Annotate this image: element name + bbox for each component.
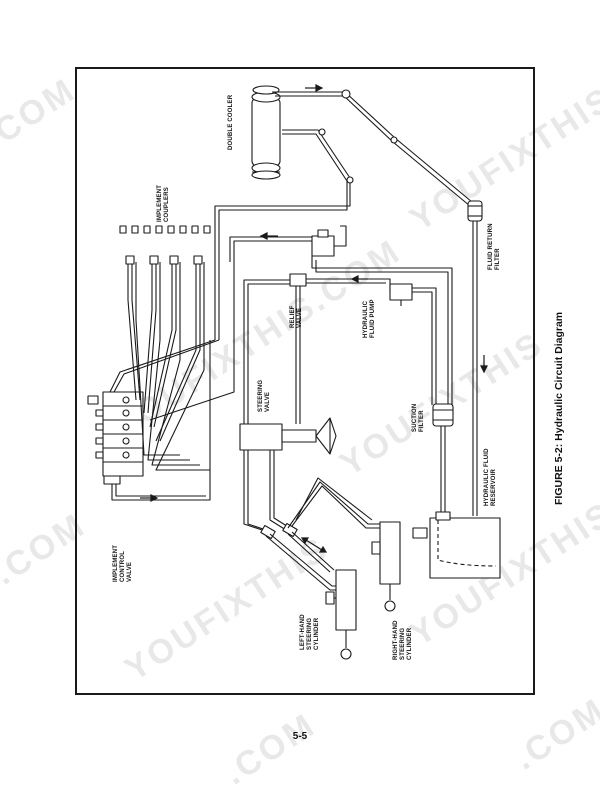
page-number: 5-5: [292, 731, 308, 742]
label-implement-couplers: IMPLEMENT COUPLERS: [157, 184, 170, 222]
flow-arrow-left: [350, 275, 368, 283]
label-double-cooler: DOUBLE COOLER: [228, 94, 234, 150]
implement-couplers: [119, 225, 211, 234]
flow-arrow-left: [259, 232, 278, 240]
implement-hoses: [125, 255, 210, 471]
label-steering-valve: STEERING VALVE: [258, 379, 271, 412]
implement-control-valve: [87, 391, 144, 485]
hydraulic-circuit-diagram: [87, 84, 501, 660]
flow-arrow-down: [480, 355, 488, 374]
label-right-hand-steering-cylinder: RIGHT-HAND STEERING CYLINDER: [393, 620, 413, 660]
label-implement-control-valve: IMPLEMENT CONTROL VALVE: [113, 544, 133, 582]
flow-arrow-right: [140, 494, 159, 502]
suction-filter: [432, 403, 454, 516]
label-fluid-return-filter: FLUID RETURN FILTER: [488, 223, 501, 270]
label-suction-filter: SUCTION FILTER: [412, 403, 425, 432]
flow-arrow-bidirectional: [300, 537, 328, 553]
double-cooler: [251, 85, 281, 180]
figure-caption: FIGURE 5-2: Hydraulic Circuit Diagram: [553, 311, 565, 505]
fluid-return-filter: [467, 200, 483, 222]
flow-arrow-right: [305, 84, 324, 92]
hydraulic-fluid-reservoir: [412, 511, 501, 579]
hydraulic-fluid-pump: [389, 283, 437, 405]
label-relief-valve: RELIEF VALVE: [290, 305, 303, 328]
right-hand-steering-cylinder: [371, 521, 401, 612]
label-hydraulic-fluid-pump: HYDRAULIC FLUID PUMP: [363, 299, 376, 338]
figure-frame: [75, 67, 535, 695]
steering-valve: [239, 417, 337, 455]
label-left-hand-steering-cylinder: LEFT-HAND STEERING CYLINDER: [300, 614, 320, 650]
label-hydraulic-fluid-reservoir: HYDRAULIC FLUID RESERVOIR: [484, 448, 497, 506]
left-hand-steering-cylinder: [325, 569, 357, 660]
relief-valve-block: [311, 225, 347, 257]
